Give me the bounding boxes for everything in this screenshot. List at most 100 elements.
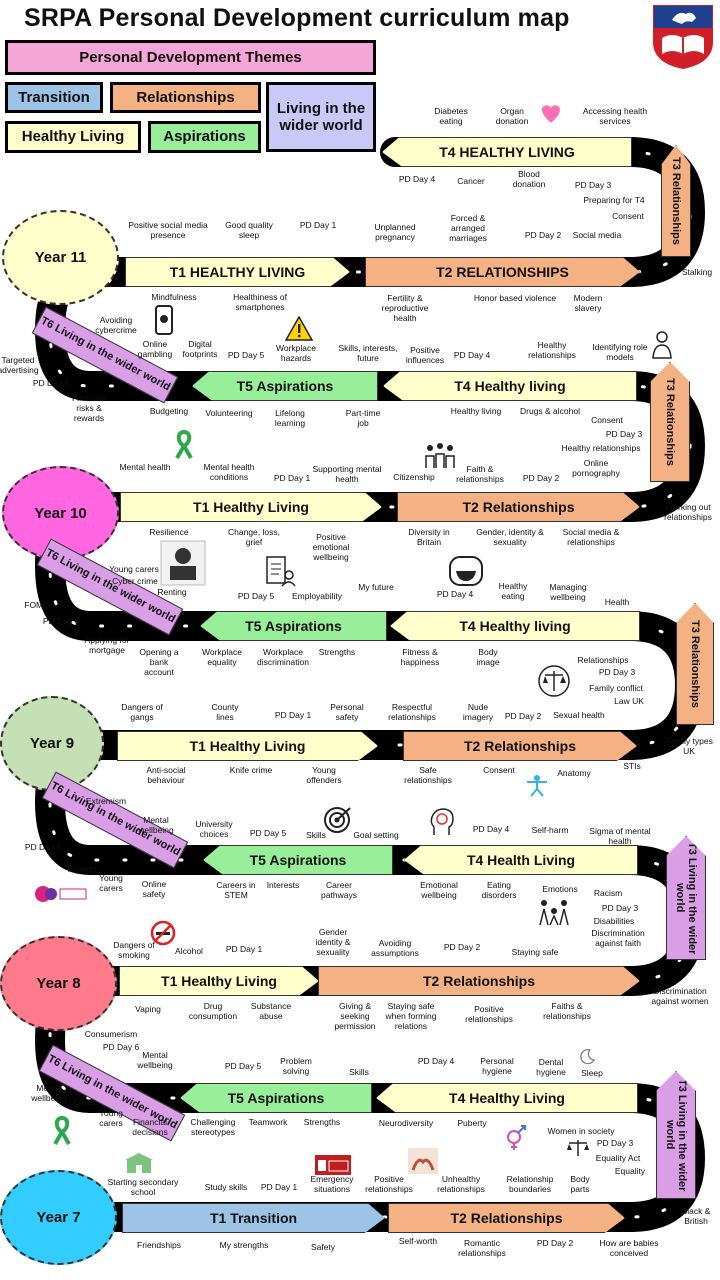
topic-label: Women in society	[547, 1126, 615, 1136]
heart-icon	[542, 105, 560, 123]
family-icon	[539, 900, 569, 926]
topic-label: Law UK	[614, 696, 644, 706]
y9-t3-arrow: T3 Relationships	[676, 603, 714, 725]
topic-label: Consent	[612, 211, 644, 221]
topic-label: Healthiness of smartphones	[233, 292, 287, 312]
y10-t1-arrow: T1 Healthy Living	[120, 492, 382, 522]
topic-label: PD Day 5	[249, 828, 287, 838]
topic-label: Positive emotional wellbeing	[312, 532, 350, 562]
topic-label: Cancer	[457, 176, 485, 186]
topic-label: Financial risks & rewards	[71, 393, 107, 423]
topic-label: Skills	[306, 830, 326, 840]
topic-label: Online gambling	[137, 339, 173, 359]
topic-label: Family conflict	[589, 683, 643, 693]
topic-label: Problem solving	[280, 1056, 312, 1076]
topic-label: Challenging stereotypes	[190, 1117, 236, 1137]
y9-t1-arrow: T1 Healthy Living	[117, 731, 378, 761]
y11-t4-arrow: T4 HEALTHY LIVING	[382, 137, 632, 167]
topic-label: PD Day 1	[299, 220, 337, 230]
y11-t1-arrow: T1 HEALTHY LIVING	[125, 257, 350, 287]
topic-label: Modern slavery	[573, 293, 603, 313]
ribbon-icon	[53, 1116, 71, 1146]
topic-label: Careers in STEM	[216, 880, 256, 900]
y7-t3-arrow: T3 Living in the wider world	[656, 1071, 696, 1199]
topic-label: Young offenders	[306, 765, 342, 785]
topic-label: Equality Act	[595, 1153, 641, 1163]
topic-label: Consent	[483, 765, 515, 775]
topic-label: PD Day 2	[536, 1238, 574, 1248]
key-transition: Transition	[5, 82, 103, 113]
topic-label: PD Day 3	[596, 1138, 634, 1148]
topic-label: Anti-social behaviour	[146, 765, 186, 785]
topic-label: Workplace hazards	[276, 343, 316, 363]
ribbon-icon	[175, 430, 193, 460]
topic-label: PD Day 5	[227, 350, 265, 360]
topic-label: University choices	[195, 819, 233, 839]
topic-label: Alcohol	[175, 946, 203, 956]
y10-t5-arrow: T5 Aspirations	[192, 371, 378, 401]
topic-label: PD Day 1	[273, 473, 311, 483]
topic-label: Skills, interests, future	[338, 343, 398, 363]
topic-label: Mindfulness	[151, 292, 197, 302]
key-aspirations: Aspirations	[148, 121, 261, 153]
topic-label: Personal safety	[330, 702, 364, 722]
topic-label: Study skills	[204, 1182, 248, 1192]
body-icon	[527, 775, 547, 797]
topic-label: PD Day 1	[260, 1182, 298, 1192]
topic-label: Faiths & relationships	[543, 1001, 591, 1021]
topic-label: Interests	[266, 880, 300, 890]
topic-label: Safe relationships	[404, 765, 452, 785]
bowl-icon	[449, 556, 483, 586]
topic-label: Targeted advertising	[0, 355, 39, 375]
topic-label: My strengths	[219, 1240, 269, 1250]
topic-label: Managing wellbeing	[549, 582, 587, 602]
topic-label: Part-time job	[345, 408, 381, 428]
gender-icon	[507, 1125, 526, 1150]
topic-label: Sleep	[581, 1068, 603, 1078]
topic-label: Black & British	[681, 1206, 711, 1226]
topic-label: Discrimination against women	[651, 986, 709, 1006]
topic-label: PD Day 2	[522, 473, 560, 483]
topic-label: PD Day 2	[443, 942, 481, 952]
key-healthy-living: Healthy Living	[5, 121, 141, 153]
topic-label: Body image	[476, 647, 500, 667]
y10-t3-label: T3 Relationships	[664, 377, 677, 467]
school-icon	[125, 1153, 153, 1173]
y7-t3-label: T3 Living in the wider world	[664, 1078, 689, 1192]
topic-label: Online pornography	[572, 458, 620, 478]
topic-label: Relationships	[577, 655, 629, 665]
topic-label: Emergency situations	[310, 1174, 354, 1194]
y8-t5-arrow: T5 Aspirations	[203, 845, 393, 875]
topic-label: Disabilities	[593, 916, 635, 926]
y7-t2-arrow: T2 Relationships	[388, 1203, 625, 1233]
topic-label: PD Day 3	[601, 903, 639, 913]
y8-t3-label: T3 Living in the wider world	[674, 841, 699, 955]
topic-label: Staying safe when forming relations	[385, 1001, 437, 1031]
topic-label: Self-harm	[531, 825, 569, 835]
topic-label: Diabetes eating	[434, 106, 468, 126]
topic-label: Faith & relationships	[456, 464, 504, 484]
topic-label: Strengths	[318, 647, 356, 657]
topic-label: Discrimination against faith	[591, 928, 645, 948]
topic-label: Avoiding assumptions	[371, 938, 419, 958]
topic-label: Citizenship	[393, 472, 435, 482]
phone-999-icon	[315, 1155, 351, 1175]
topic-label: Drug consumption	[188, 1001, 238, 1021]
topic-label: Resilience	[149, 527, 189, 537]
topic-label: Employability	[291, 591, 343, 601]
year-8-circle: Year 8	[0, 936, 117, 1031]
y11-t3-label: T3 Relationships	[670, 156, 683, 246]
topic-label: How are babies conceived	[599, 1238, 659, 1258]
topic-label: Unplanned pregnancy	[374, 222, 416, 242]
topic-label: Staying safe	[511, 947, 559, 957]
topic-label: Accessing health services	[582, 106, 648, 126]
topic-label: Puberty	[457, 1118, 487, 1128]
topic-label: PD Day 2	[504, 711, 542, 721]
topic-label: Positive relationships	[465, 1004, 513, 1024]
topic-label: Preparing for T4	[583, 195, 645, 205]
key-wider-world: Living in the wider world	[266, 82, 376, 152]
young-carers-logo	[35, 886, 87, 902]
y8-t2-arrow: T2 Relationships	[318, 966, 640, 996]
topic-label: County lines	[211, 702, 239, 722]
y8-t3-arrow: T3 Living in the wider world	[666, 836, 706, 960]
